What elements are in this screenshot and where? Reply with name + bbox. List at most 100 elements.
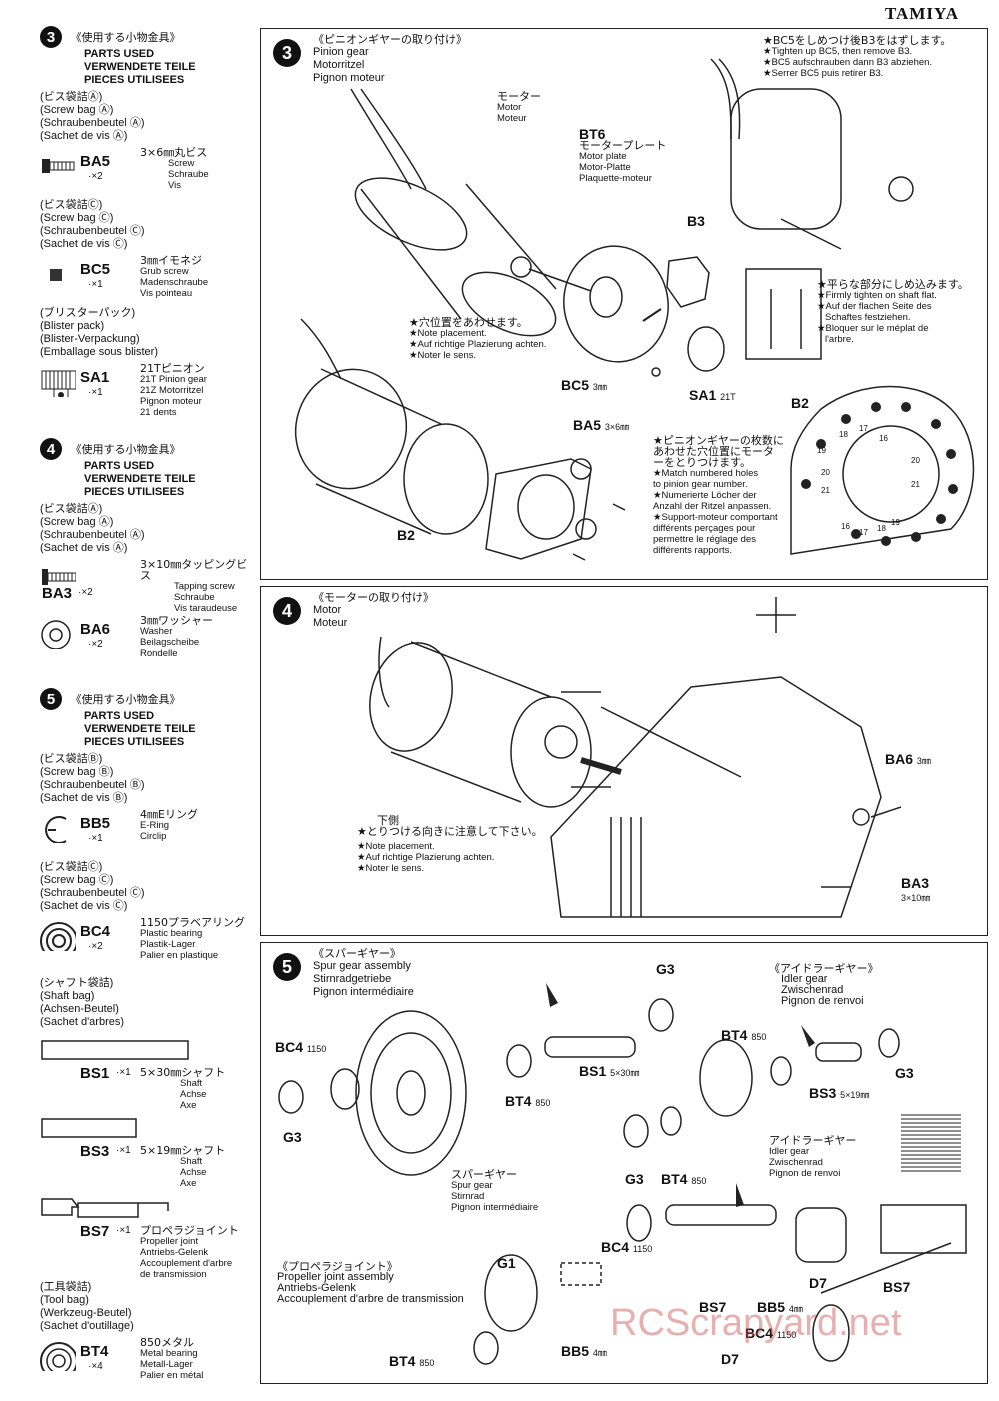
part-jp: 1150プラベアリング	[140, 916, 245, 929]
bag-label: (工具袋詰)	[40, 1281, 92, 1293]
part-bs7: BS7 ·×1 プロペラジョイント Propeller joint Antrie…	[40, 1195, 255, 1280]
desc-line: Plastic bearing	[140, 928, 203, 939]
note-line: permettre le réglage des	[653, 534, 756, 545]
bag-label: (Sachet d'outillage)	[40, 1320, 134, 1332]
screw-bag-a: (ビス袋詰Ⓐ) (Screw bag Ⓐ) (Schraubenbeutel Ⓐ…	[40, 503, 255, 555]
washer-icon	[41, 620, 71, 649]
part-size: 4㎜	[788, 1304, 803, 1314]
part-sa1: SA1 ·×1 21Tピニオン 21T Pinion gear 21Z Moto…	[40, 363, 255, 419]
hole-number: 16	[879, 434, 888, 443]
part-code: BB5	[80, 815, 111, 832]
bs1-label: BS1 5×30㎜	[579, 1063, 639, 1079]
part-qty: ·×1	[116, 1145, 131, 1156]
bt6-label: BT6 モータープレート Motor plate Motor-Platte Pl…	[579, 126, 666, 184]
bag-label: (Sachet de vis Ⓑ)	[40, 792, 128, 804]
part-code: BS1	[80, 1065, 110, 1082]
step-4-diagram	[369, 597, 902, 918]
desc-line: de transmission	[140, 1269, 207, 1280]
part-desc: 1150プラベアリング Plastic bearing Plastik-Lage…	[140, 917, 245, 961]
desc-line: 21Z Motorritzel	[140, 385, 204, 396]
part-size: 850	[419, 1358, 435, 1368]
part-desc: 3㎜ワッシャー Washer Beilagscheibe Rondelle	[140, 615, 213, 659]
hole-number: 19	[891, 518, 900, 527]
title-line: Pinion gear	[313, 46, 369, 58]
title-line: Idler gear	[781, 973, 828, 985]
parts-header-de: VERWENDETE TEILE	[84, 473, 196, 485]
hole-number: 18	[839, 430, 848, 439]
note-line: Schaftes festziehen.	[825, 312, 911, 323]
note-line: to pinion gear number.	[653, 479, 748, 490]
part-size: 850	[751, 1032, 767, 1042]
part-code: BA5	[573, 417, 602, 433]
title-lines: 《ピニオンギヤーの取り付け》 Pinion gear Motorritzel P…	[313, 33, 467, 85]
note-line: ★Note placement.	[357, 841, 435, 852]
title-lines: 《モーターの取り付け》 Motor Moteur	[313, 591, 434, 630]
desc-line: Palier en plastique	[140, 950, 219, 961]
shaft-icon	[41, 1040, 189, 1060]
note-line: ★Auf richtige Plazierung achten.	[409, 339, 547, 350]
parts-header: 4 《使用する小物金具》 PARTS USED VERWENDETE TEILE…	[40, 438, 255, 499]
desc-line: 21 dents	[140, 407, 177, 418]
note-line: ーをとりつけます。	[653, 456, 752, 469]
idler-gear-label: アイドラーギヤー Idler gear Zwischenrad Pignon d…	[769, 1135, 856, 1179]
part-desc: プロペラジョイント Propeller joint Antriebs-Gelen…	[140, 1225, 239, 1280]
step-number: 5	[40, 688, 62, 710]
g3-label: G3	[656, 961, 675, 977]
label-line: Plaquette-moteur	[579, 173, 652, 184]
note-line: différents perçages pour	[653, 523, 756, 534]
desc-line: Madenschraube	[140, 277, 209, 288]
match-note: ★ピニオンギヤーの枚数に あわせた穴位置にモータ ーをとりつけます。 ★Matc…	[653, 435, 784, 556]
parts-used-step-4: 4 《使用する小物金具》 PARTS USED VERWENDETE TEILE…	[40, 438, 255, 663]
note-line: ★Auf der flachen Seite des	[817, 301, 932, 312]
step-number: 4	[40, 438, 62, 460]
part-code: BT4	[389, 1353, 416, 1369]
bag-label: (Screw bag Ⓑ)	[40, 766, 114, 778]
part-size: 3㎜	[916, 756, 931, 766]
title-line: Pignon moteur	[313, 72, 385, 84]
title-line: Pignon de renvoi	[781, 995, 864, 1007]
hole-number: 19	[817, 446, 826, 455]
title-lines: 《スパーギヤー》 Spur gear assembly Stirnradgetr…	[313, 947, 414, 999]
step-number: 4	[273, 597, 301, 625]
part-size: 3×6㎜	[604, 422, 630, 432]
screw-bag-c: (ビス袋詰Ⓒ) (Screw bag Ⓒ) (Schraubenbeutel Ⓒ…	[40, 199, 255, 251]
part-jp: 5×19㎜シャフト	[140, 1144, 226, 1157]
bag-label: (ブリスターパック)	[40, 307, 136, 319]
idler-title: 《アイドラーギヤー》 Idler gear Zwischenrad Pignon…	[769, 963, 878, 1007]
hole-number: 16	[841, 522, 850, 531]
bag-label: (Sachet d'arbres)	[40, 1016, 125, 1028]
parts-header-en: PARTS USED	[84, 48, 155, 60]
bag-label: (ビス袋詰Ⓐ)	[40, 91, 103, 103]
grub-screw-icon	[50, 269, 62, 281]
desc-line: Schraube	[174, 592, 215, 603]
part-size: 5×30㎜	[610, 1068, 640, 1078]
bag-label: (ビス袋詰Ⓒ)	[40, 199, 103, 211]
parts-used-step-3: 3 《使用する小物金具》 PARTS USED VERWENDETE TEILE…	[40, 26, 255, 419]
part-code: BT4	[505, 1093, 532, 1109]
label-line: Motor plate	[579, 151, 627, 162]
bc4-prop-label: BC4 1150	[601, 1239, 652, 1255]
title-jp: 《ピニオンギヤーの取り付け》	[313, 33, 467, 46]
bag-label: (Screw bag Ⓐ)	[40, 104, 114, 116]
hole-number: 21	[911, 480, 920, 489]
label-jp: スパーギヤー	[451, 1168, 517, 1181]
blister-pack: (ブリスターパック) (Blister pack) (Blister-Verpa…	[40, 307, 255, 359]
part-code: BT4	[661, 1171, 688, 1187]
part-qty: ·×4	[88, 1361, 103, 1372]
note-line: ★Bloquer sur le méplat de	[817, 323, 929, 334]
spur-gear-label: スパーギヤー Spur gear Stirnrad Pignon intermé…	[451, 1169, 538, 1213]
title-line: Stirnradgetriebe	[313, 973, 392, 985]
desc-line: Axe	[180, 1178, 197, 1189]
part-code: BB5	[561, 1343, 590, 1359]
flat-note: ★平らな部分にしめ込みます。 ★Firmly tighten on shaft …	[817, 279, 969, 345]
shaft-icon	[41, 1118, 137, 1138]
part-code: BT6	[579, 126, 606, 142]
part-code: BS1	[579, 1063, 607, 1079]
parts-header-de: VERWENDETE TEILE	[84, 61, 196, 73]
part-code: BS3	[809, 1085, 837, 1101]
part-desc: 5×19㎜シャフト Shaft Achse Axe	[140, 1145, 225, 1189]
title-jp: 《アイドラーギヤー》	[769, 962, 879, 975]
note-line: ★Support-moteur comportant	[653, 512, 778, 523]
desc-line: Pignon moteur	[140, 396, 202, 407]
